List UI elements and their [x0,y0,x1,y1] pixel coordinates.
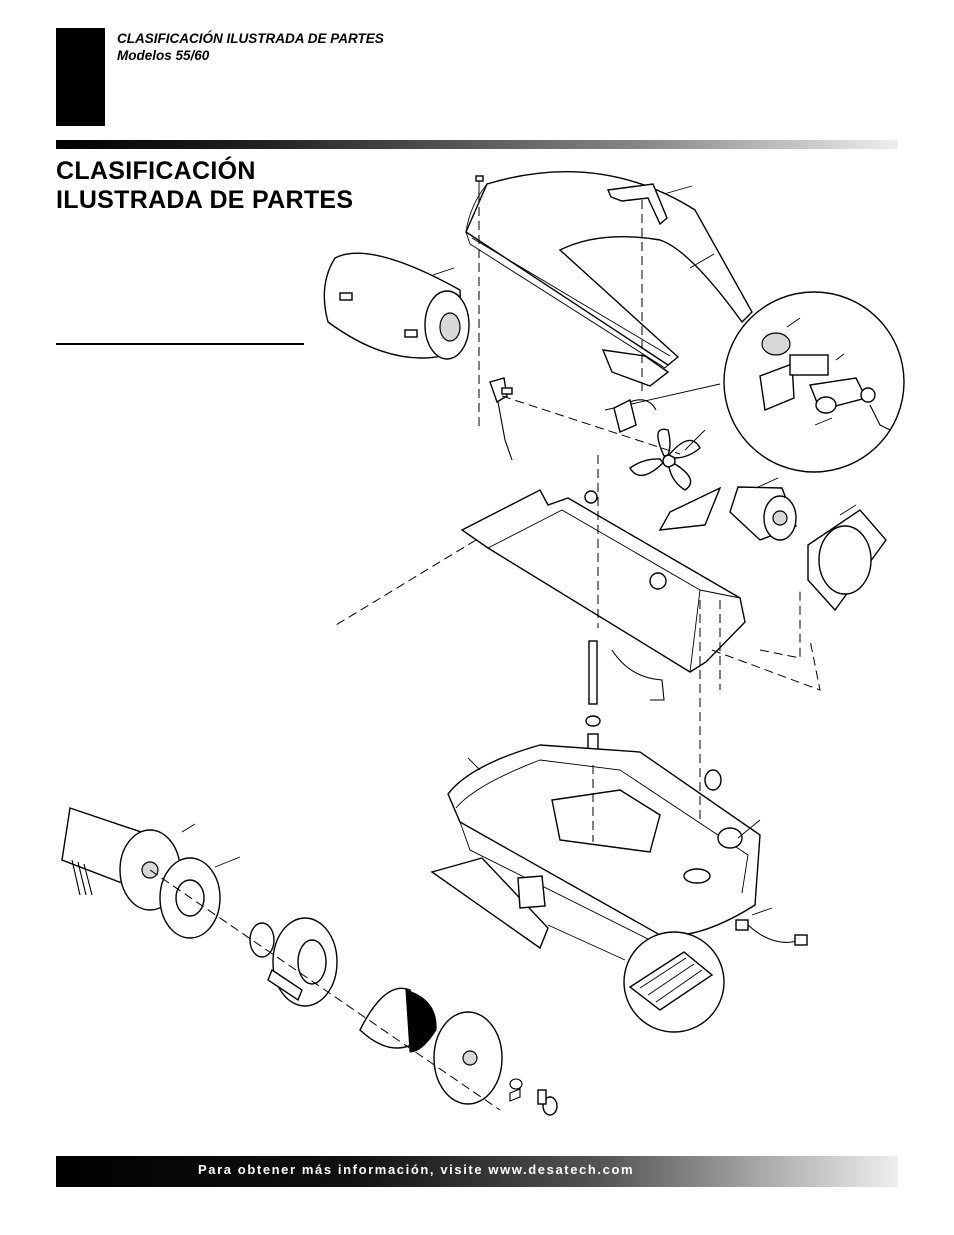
callout-leaders [181,185,857,916]
tank-bracket [430,857,549,950]
page-title-line2: ILUSTRADA DE PARTES [56,186,354,214]
rotor [249,922,275,958]
header-models: Modelos 55/60 [117,48,210,63]
ignitor-bracket [489,377,513,461]
footer-bar: Para obtener más información, visite www… [56,1156,898,1187]
lower-shell [460,489,746,673]
page-title-line1: CLASIFICACIÓN [56,157,256,185]
lower-handle [611,649,665,701]
shell-bracket [601,349,670,387]
handle [606,183,668,226]
pump-spring-cap [509,1078,558,1116]
power-cord [735,919,808,946]
header-rule [56,140,898,149]
small-bracket-center [613,398,657,433]
upper-shell [465,171,753,369]
fan-blade [629,428,701,491]
combustion-chamber [323,252,470,360]
shell-screw [475,175,484,193]
pump-body [267,917,338,1007]
page-title: CLASIFICACIÓN ILUSTRADA DE PARTES [56,157,353,215]
motor [658,486,797,541]
section-tab-marker [56,28,105,126]
pump-end-cover [433,1011,503,1105]
detail-circle-ignitor [604,291,905,473]
fuel-tank [447,744,761,946]
fuel-line [584,490,667,763]
filter-screen [359,987,437,1053]
detail-circle-circuit-board [547,924,725,1033]
alignment-lines [149,193,821,1111]
side-rule [56,343,304,345]
fan-guard [807,509,887,612]
footer-text: Para obtener más información, visite www… [198,1162,635,1177]
header-section-title: CLASIFICACIÓN ILUSTRADA DE PARTES [117,31,384,46]
